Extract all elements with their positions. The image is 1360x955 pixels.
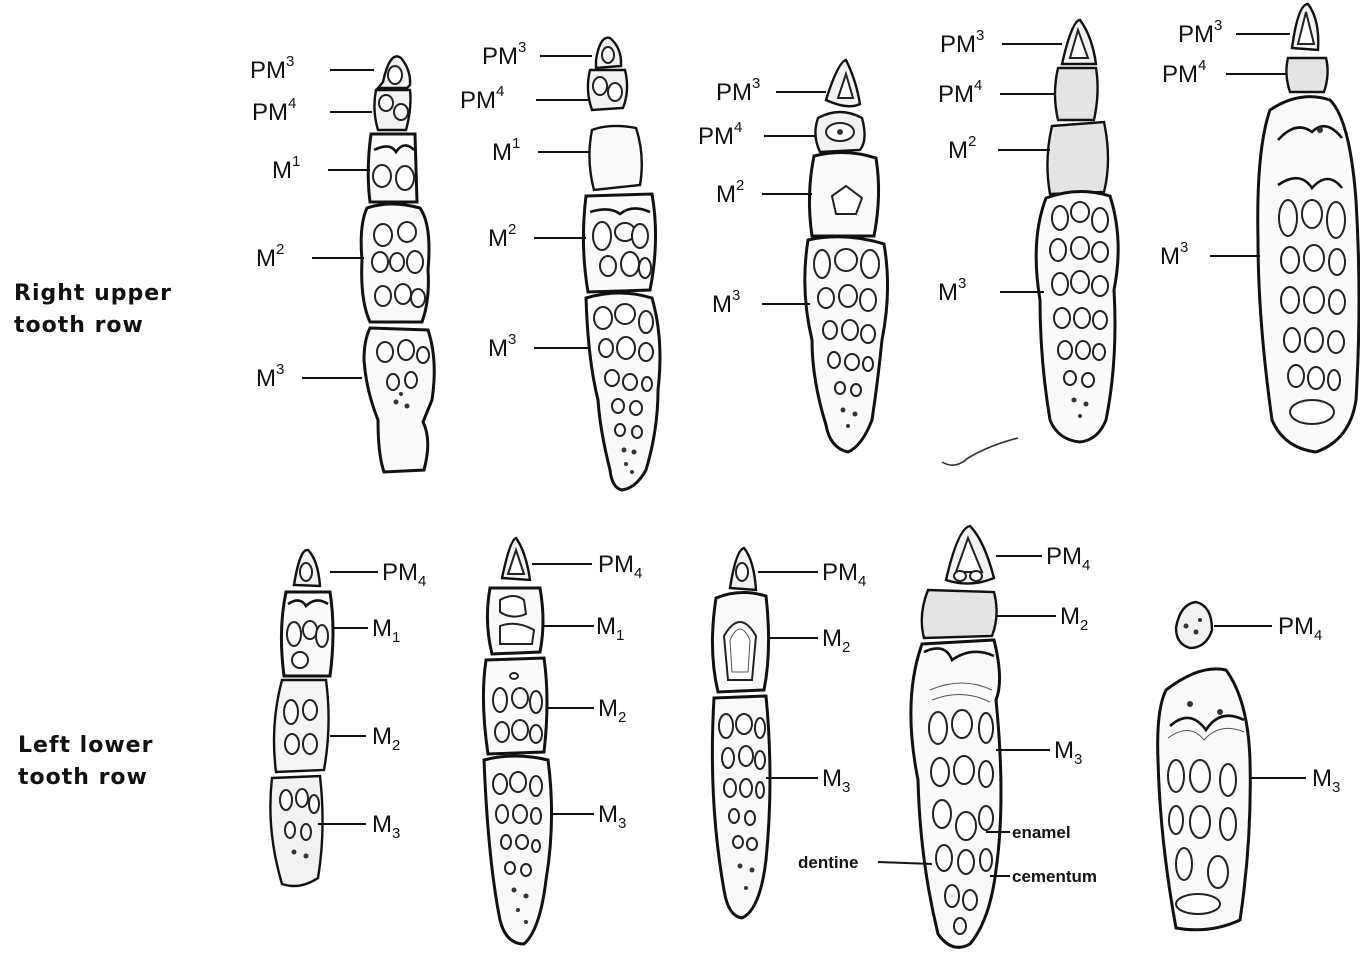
tooth-label-m1: M1 [492, 135, 520, 166]
dentine-label: dentine [798, 853, 858, 872]
tooth-label-m3: M3 [712, 287, 740, 318]
tooth-label-pm3: PM3 [250, 53, 294, 84]
tooth-label-pm4: PM4 [938, 77, 982, 108]
lower-tooth-row-2 [483, 538, 551, 944]
tooth-label-m1: M1 [272, 153, 300, 184]
tooth-label-m1: M1 [596, 613, 624, 644]
tooth-label-pm4: PM4 [1278, 613, 1322, 644]
tooth-label-pm4: PM4 [1162, 57, 1206, 88]
tooth-label-m2: M2 [1060, 603, 1088, 634]
upper-tooth-row-1 [361, 56, 434, 472]
tooth-label-pm4: PM4 [252, 95, 296, 126]
enamel-label: enamel [1012, 823, 1071, 842]
tooth-label-pm3: PM3 [940, 27, 984, 58]
tooth-label-m3: M3 [1312, 765, 1340, 796]
tooth-label-pm4: PM4 [598, 551, 642, 582]
tooth-label-m2: M2 [372, 723, 400, 754]
lower-tooth-row-5 [1158, 602, 1251, 930]
tooth-label-m2: M2 [948, 133, 976, 164]
upper-tooth-row-5 [1258, 4, 1359, 452]
tooth-label-m3: M3 [938, 275, 966, 306]
tooth-label-m2: M2 [488, 221, 516, 252]
tooth-label-m2: M2 [716, 177, 744, 208]
tooth-label-pm3: PM3 [716, 75, 760, 106]
tooth-label-m3: M3 [1054, 737, 1082, 768]
lower-tooth-row-1 [270, 550, 333, 886]
tooth-label-pm4: PM4 [1046, 543, 1090, 574]
tooth-label-m3: M3 [256, 361, 284, 392]
upper-row-label-line2: tooth row [14, 313, 144, 338]
tooth-label-m3: M3 [488, 331, 516, 362]
tooth-label-pm3: PM3 [482, 39, 526, 70]
tooth-label-m2: M2 [598, 695, 626, 726]
upper-tooth-row-2 [583, 38, 660, 490]
lower-row-label-line1: Left lower [18, 733, 153, 758]
lower-tooth-row-3 [712, 548, 770, 918]
stray-mark [942, 438, 1018, 465]
lower-tooth-row-4 [911, 526, 1001, 947]
tooth-label-m2: M2 [256, 241, 284, 272]
tooth-label-pm3: PM3 [1178, 17, 1222, 48]
tooth-label-m3: M3 [598, 801, 626, 832]
upper-tooth-row-4 [1036, 20, 1118, 442]
upper-tooth-row-3 [805, 60, 888, 452]
tooth-label-pm4: PM4 [460, 83, 504, 114]
lower-row-label-line2: tooth row [18, 765, 148, 790]
tooth-label-pm4: PM4 [822, 559, 866, 590]
upper-row-label: Right upper tooth row [14, 281, 181, 338]
tooth-label-m1: M1 [372, 615, 400, 646]
tooth-label-m3: M3 [372, 811, 400, 842]
tooth-label-pm4: PM4 [698, 119, 742, 150]
cementum-label: cementum [1012, 867, 1097, 886]
tooth-label-m2: M2 [822, 625, 850, 656]
tooth-label-pm4: PM4 [382, 559, 426, 590]
upper-row-label-line1: Right upper [14, 281, 172, 306]
tooth-label-m3: M3 [822, 765, 850, 796]
tooth-label-m3: M3 [1160, 239, 1188, 270]
lower-row-label: Left lower tooth row [18, 733, 162, 790]
